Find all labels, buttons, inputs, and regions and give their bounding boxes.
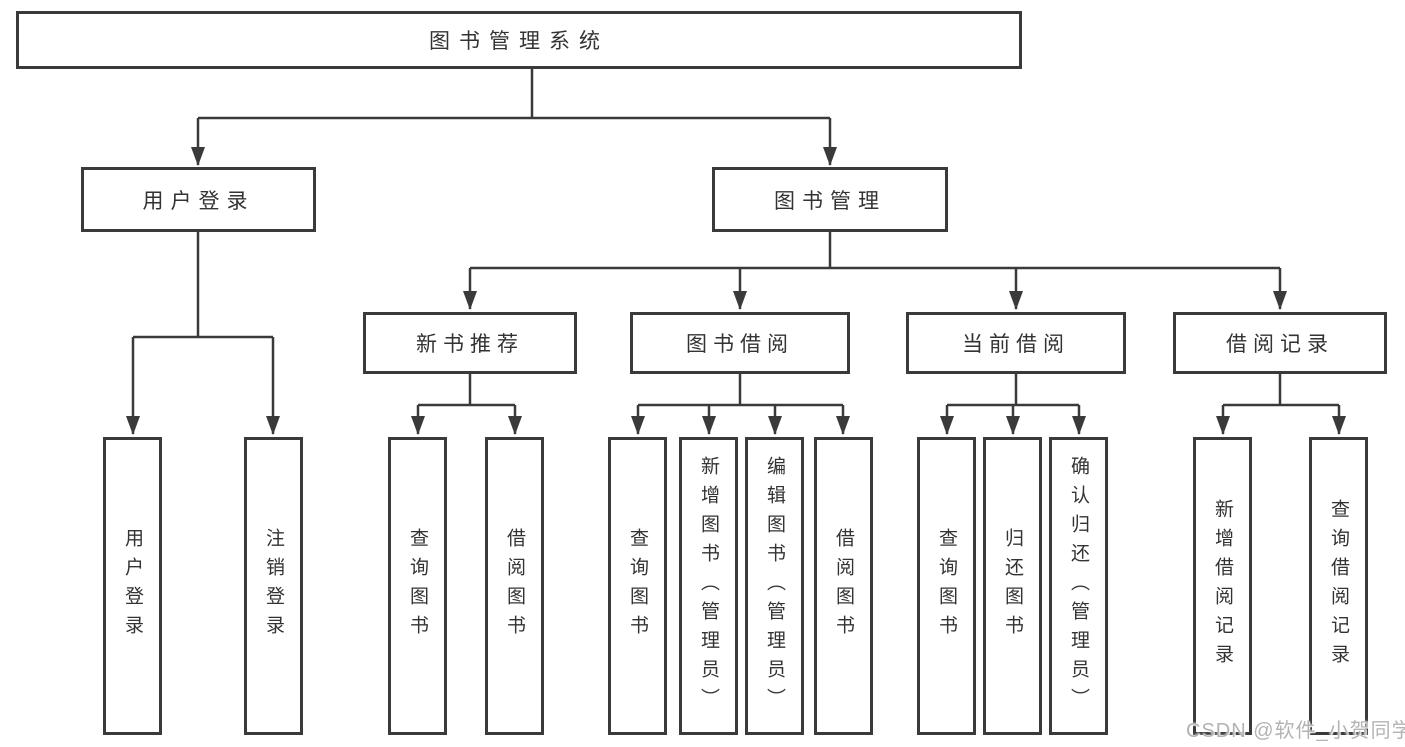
leaf-label: 新增借阅记录 — [1212, 499, 1233, 673]
node-book-borrow: 图书借阅 — [630, 312, 850, 374]
node-label: 图书借阅 — [686, 333, 794, 356]
leaf-query-borrow-record: 查询借阅记录 — [1309, 437, 1368, 735]
leaf-query-books-recommend: 查询图书 — [388, 437, 447, 735]
leaf-label: 注销登录 — [263, 528, 284, 644]
node-label: 新书推荐 — [416, 333, 524, 356]
node-new-book-recommend: 新书推荐 — [363, 312, 577, 374]
leaf-label: 查询图书 — [627, 528, 648, 644]
leaf-label: 查询图书 — [407, 528, 428, 644]
leaf-borrow-books-recommend: 借阅图书 — [485, 437, 544, 735]
leaf-label: 新增图书（管理员） — [698, 455, 719, 717]
node-label: 图书管理 — [774, 189, 886, 213]
csdn-watermark: CSDN @软件_小贺同学 — [1186, 720, 1405, 742]
leaf-label: 借阅图书 — [504, 528, 525, 644]
leaf-user-login: 用户登录 — [103, 437, 162, 735]
leaf-edit-book-admin: 编辑图书（管理员） — [745, 437, 804, 735]
node-label: 用户登录 — [142, 189, 255, 213]
leaf-return-book: 归还图书 — [983, 437, 1042, 735]
leaf-add-book-admin: 新增图书（管理员） — [679, 437, 738, 735]
leaf-add-borrow-record: 新增借阅记录 — [1193, 437, 1252, 735]
leaf-logout: 注销登录 — [244, 437, 303, 735]
leaf-query-books-borrow: 查询图书 — [608, 437, 667, 735]
leaf-label: 查询借阅记录 — [1328, 499, 1349, 673]
node-borrow-records: 借阅记录 — [1173, 312, 1387, 374]
node-label: 图书管理系统 — [429, 30, 609, 53]
node-current-borrow: 当前借阅 — [906, 312, 1126, 374]
node-user-login: 用户登录 — [81, 167, 316, 232]
node-book-management: 图书管理 — [712, 167, 948, 232]
leaf-borrow-books: 借阅图书 — [814, 437, 873, 735]
node-label: 当前借阅 — [962, 333, 1070, 356]
leaf-label: 编辑图书（管理员） — [764, 455, 785, 717]
node-label: 借阅记录 — [1226, 333, 1334, 356]
leaf-label: 查询图书 — [936, 528, 957, 644]
leaf-label: 归还图书 — [1002, 528, 1023, 644]
node-library-system: 图书管理系统 — [16, 11, 1022, 69]
leaf-confirm-return-admin: 确认归还（管理员） — [1049, 437, 1108, 735]
leaf-query-books-current: 查询图书 — [917, 437, 976, 735]
leaf-label: 借阅图书 — [833, 528, 854, 644]
leaf-label: 用户登录 — [122, 528, 143, 644]
leaf-label: 确认归还（管理员） — [1068, 455, 1089, 717]
